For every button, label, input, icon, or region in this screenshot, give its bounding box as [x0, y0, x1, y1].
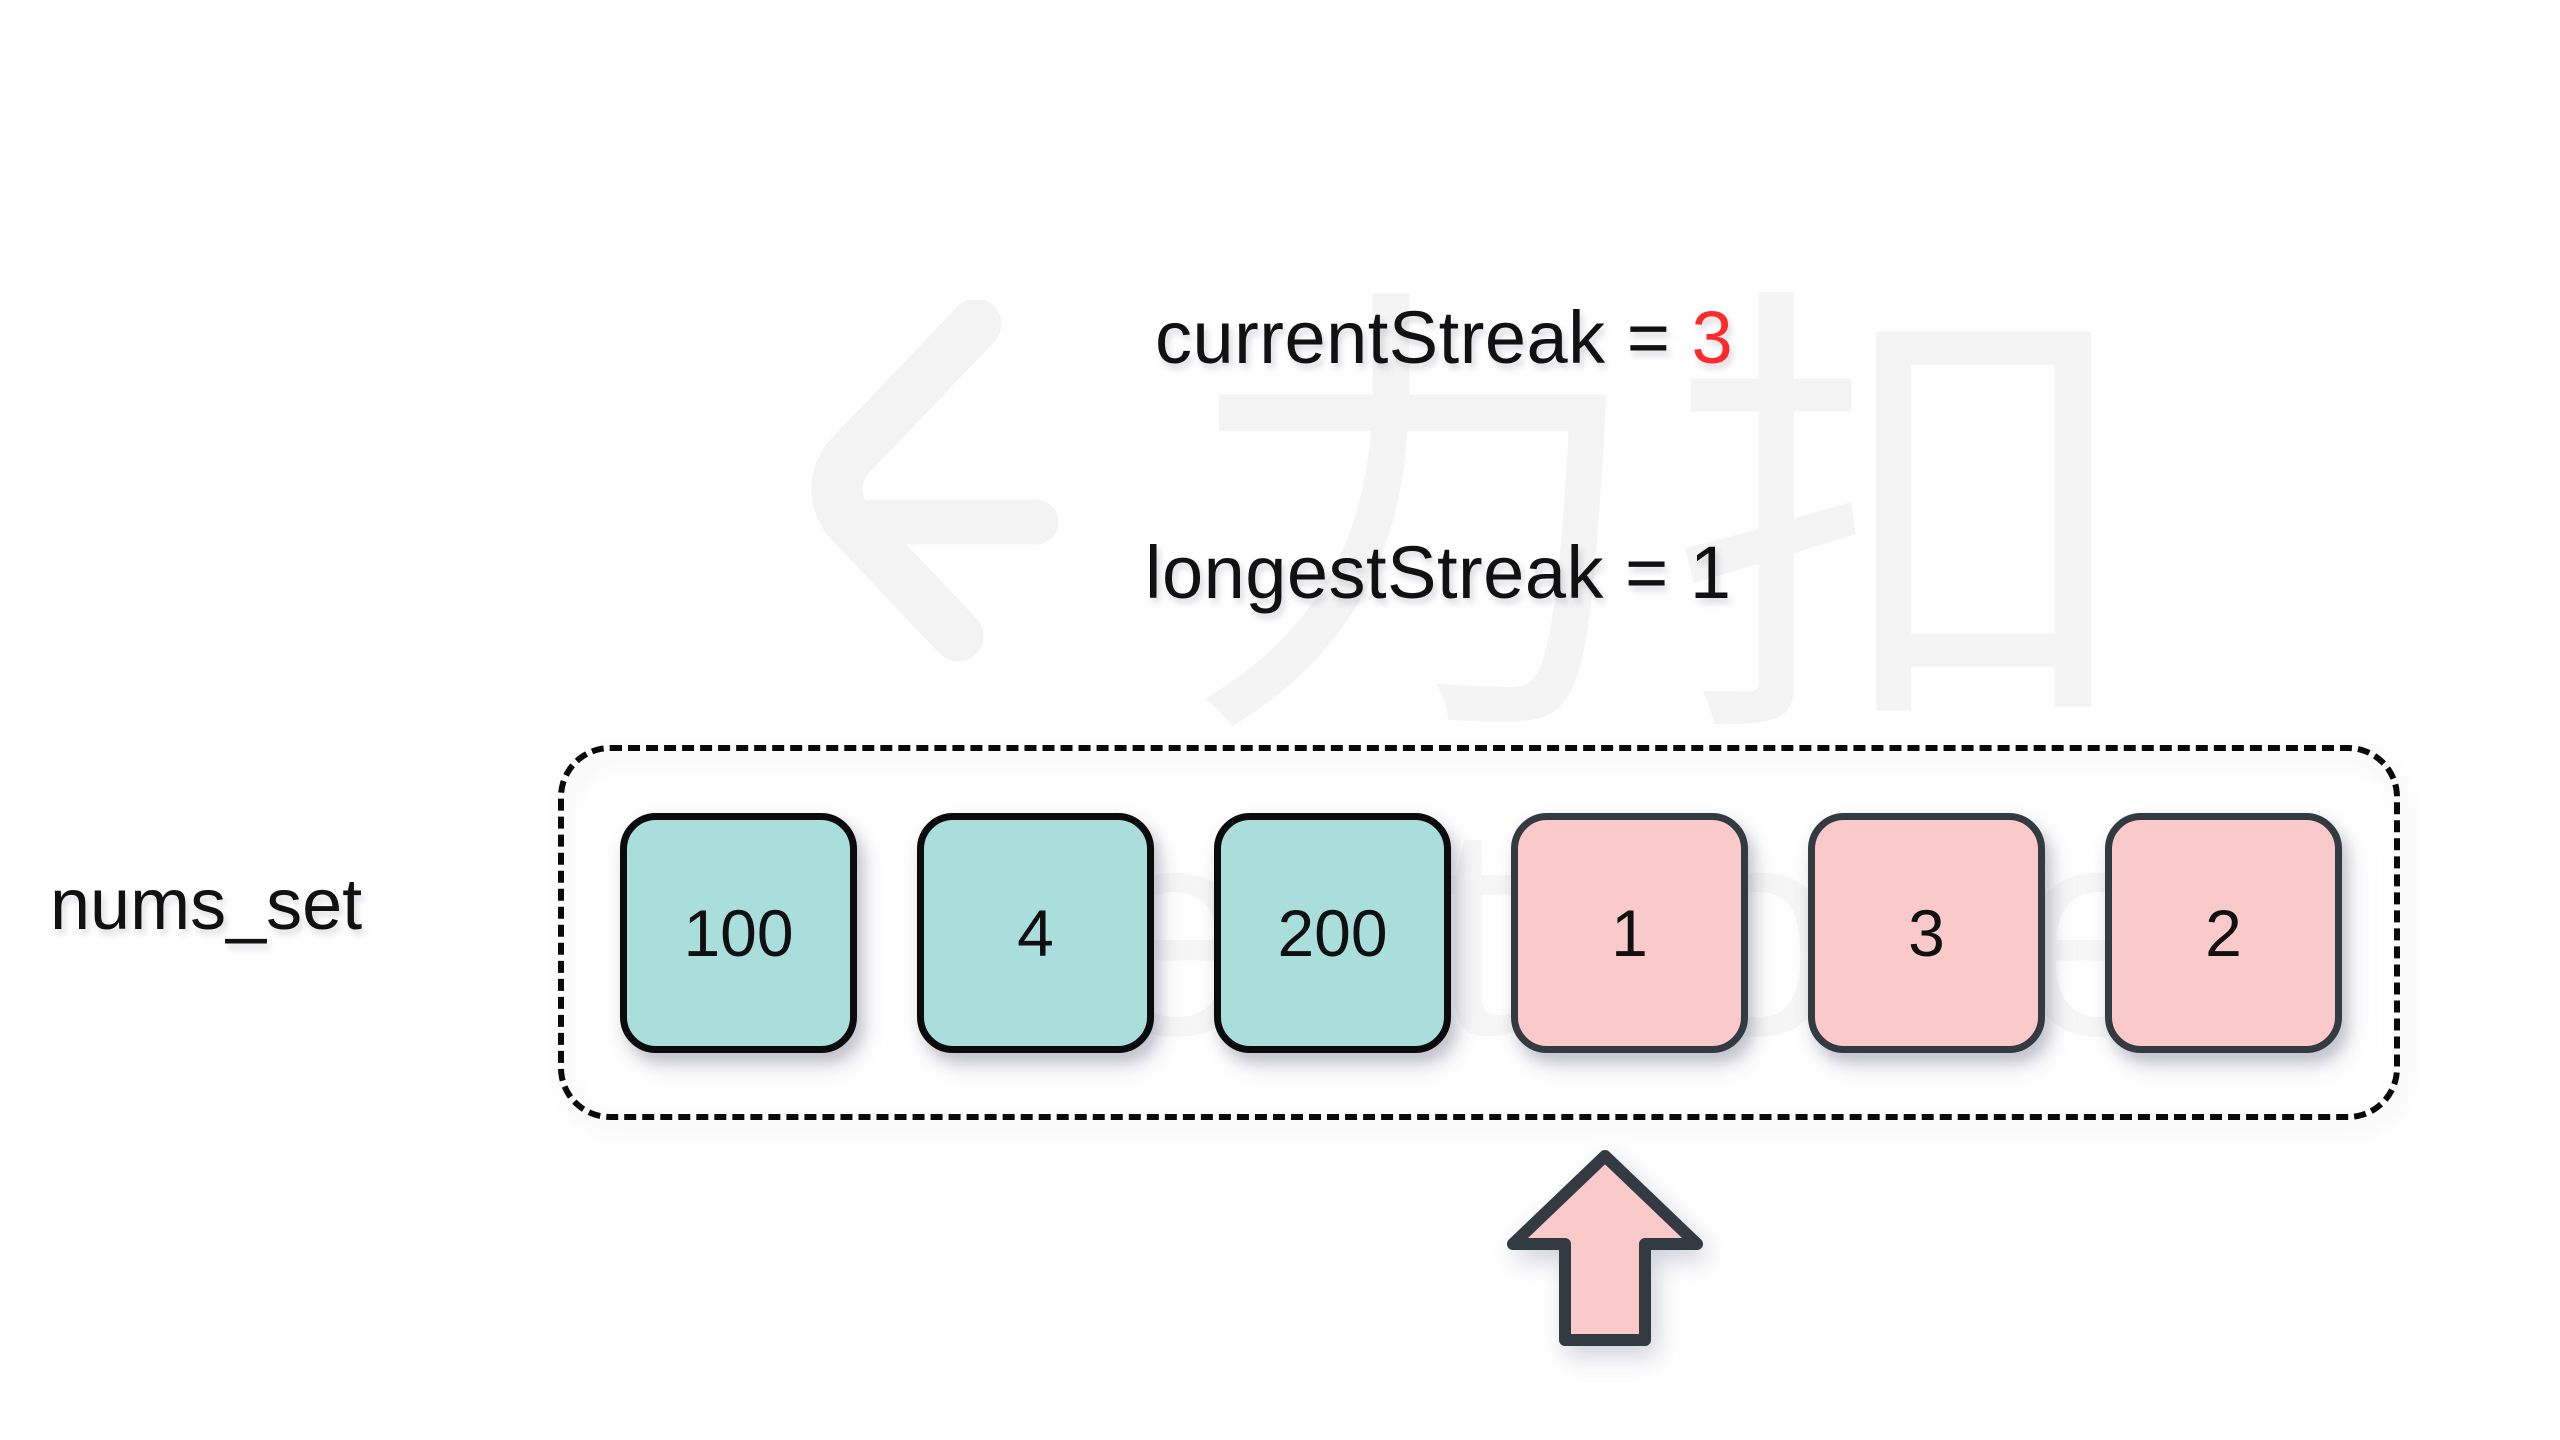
set-cell-value: 1	[1611, 895, 1648, 970]
nums-set-label: nums_set	[50, 865, 363, 945]
set-cell[interactable]: 1	[1511, 812, 1748, 1053]
current-streak-value: 3	[1691, 296, 1734, 379]
set-cell[interactable]: 3	[1808, 812, 2045, 1053]
set-cell-value: 4	[1017, 895, 1054, 970]
set-cell-value: 100	[683, 895, 794, 970]
set-cell[interactable]: 4	[917, 812, 1154, 1053]
longest-streak-readout: longestStreak = 1	[1145, 531, 1732, 614]
set-cell-value: 2	[2205, 895, 2242, 970]
set-cell-value: 200	[1277, 895, 1388, 970]
current-streak-readout: currentStreak = 3	[1155, 295, 1733, 380]
set-cell[interactable]: 200	[1214, 812, 1451, 1053]
set-cell-value: 3	[1908, 895, 1945, 970]
nums-set-container: 100 4 200 1 3 2	[558, 745, 2400, 1120]
set-cells-row: 100 4 200 1 3 2	[564, 751, 2394, 1114]
leetcode-logo-icon	[811, 300, 1059, 662]
up-arrow-pointer-icon	[1507, 1150, 1703, 1346]
set-cell[interactable]: 2	[2105, 812, 2342, 1053]
current-streak-label: currentStreak =	[1155, 296, 1692, 379]
set-cell[interactable]: 100	[620, 812, 857, 1053]
